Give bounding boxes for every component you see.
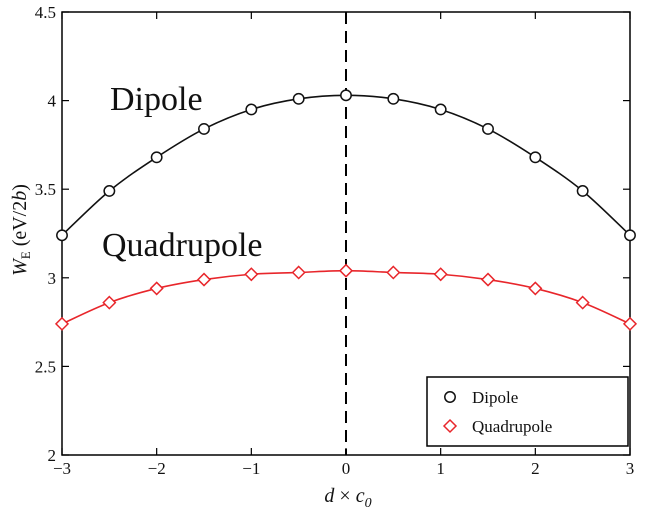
data-point-dipole (434, 103, 447, 116)
y-tick-label: 4 (48, 92, 57, 111)
data-point-quadrupole (480, 272, 496, 287)
data-point-dipole (198, 123, 210, 135)
data-point-quadrupole (102, 295, 117, 310)
x-tick-label: 0 (342, 459, 351, 478)
data-point-quadrupole (338, 263, 354, 278)
x-tick-label: −2 (148, 459, 166, 478)
x-tick-label: −1 (242, 459, 260, 478)
data-point-quadrupole (291, 265, 306, 280)
data-point-quadrupole (149, 281, 164, 296)
data-point-dipole (245, 103, 258, 116)
x-tick-label: 2 (531, 459, 540, 478)
y-tick-label: 2.5 (35, 357, 56, 376)
data-point-dipole (340, 89, 352, 102)
data-point-quadrupole (622, 316, 638, 331)
annotation-quadrupole: Quadrupole (102, 227, 263, 264)
y-tick-label: 4.5 (35, 3, 56, 22)
legend-box (426, 376, 629, 447)
data-point-dipole (576, 185, 589, 197)
data-point-dipole (56, 229, 68, 242)
y-tick-label: 3.5 (35, 180, 56, 199)
data-point-dipole (150, 151, 163, 164)
data-point-quadrupole (528, 281, 543, 296)
x-tick-label: 3 (626, 459, 635, 478)
data-point-dipole (624, 229, 636, 242)
y-axis-title: WE (eV/2b) (9, 184, 33, 276)
data-point-dipole (529, 151, 542, 164)
data-point-dipole (103, 185, 116, 197)
data-point-quadrupole (433, 267, 448, 282)
annotation-dipole: Dipole (110, 81, 203, 118)
data-point-dipole (482, 123, 494, 135)
legend-label-quadrupole: Quadrupole (472, 417, 552, 436)
data-point-quadrupole (386, 265, 401, 280)
data-point-quadrupole (54, 316, 70, 331)
y-tick-label: 3 (48, 269, 57, 288)
legend-marker-quadrupole (442, 418, 458, 434)
x-axis-title: d × c0 (324, 485, 371, 511)
y-tick-label: 2 (48, 446, 57, 465)
data-point-quadrupole (575, 295, 590, 310)
legend-marker-dipole (444, 391, 456, 403)
data-point-dipole (387, 92, 400, 105)
x-tick-label: −3 (53, 459, 71, 478)
data-point-quadrupole (244, 267, 259, 282)
x-tick-label: 1 (436, 459, 445, 478)
data-point-dipole (292, 92, 305, 105)
data-point-quadrupole (196, 272, 212, 287)
legend: Dipole Quadrupole (426, 376, 629, 447)
legend-label-dipole: Dipole (472, 388, 518, 407)
